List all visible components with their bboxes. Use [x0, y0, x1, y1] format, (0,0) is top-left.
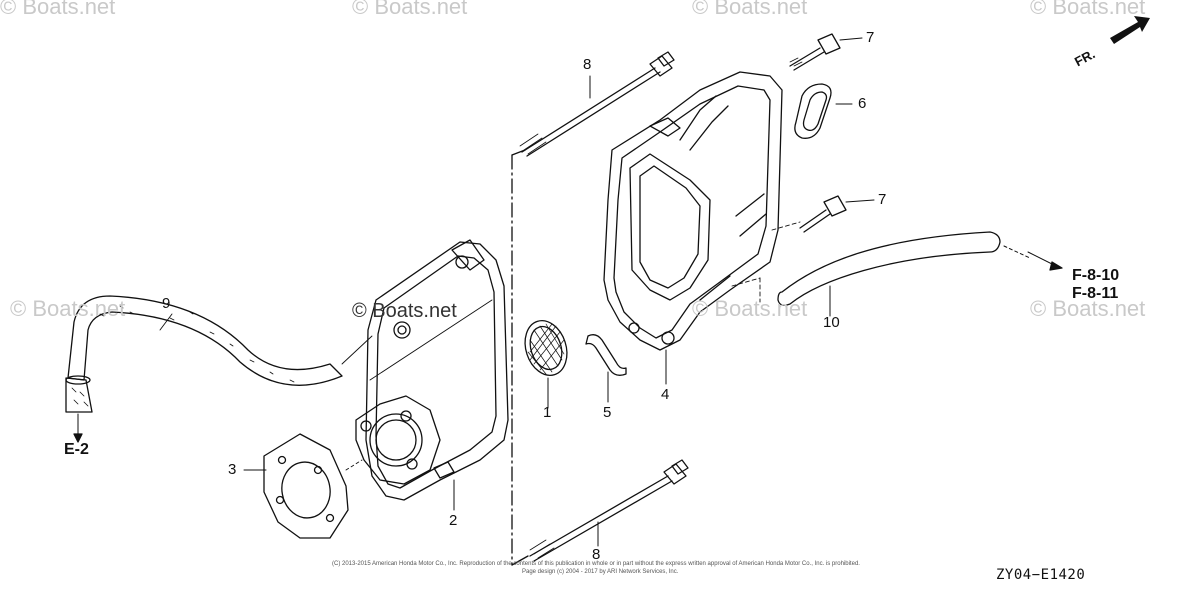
- gasket-3: [243, 433, 363, 539]
- callout-3: 3: [228, 461, 237, 478]
- bolt-8-top: [519, 51, 675, 157]
- watermark: © Boats.net: [1030, 0, 1146, 19]
- watermark: © Boats.net: [1030, 296, 1146, 321]
- reference-e2: E-2: [64, 441, 89, 458]
- watermark: © Boats.net: [0, 0, 116, 19]
- callout-6: 6: [858, 95, 867, 112]
- callout-1: 1: [543, 404, 552, 421]
- callout-7-top: 7: [866, 29, 875, 46]
- bolt-8-bottom: [529, 459, 689, 562]
- callout-2: 2: [449, 512, 458, 529]
- bolt-7-top: [789, 33, 863, 71]
- callout-7-middle: 7: [878, 191, 887, 208]
- watermark-center: © Boats.net: [352, 300, 457, 322]
- watermark: © Boats.net: [692, 296, 808, 321]
- reference-f-8-10: F-8-10: [1072, 267, 1120, 284]
- screen-1: [524, 320, 568, 409]
- front-direction-arrow-icon: [1110, 16, 1150, 44]
- bolt-7-middle: [799, 195, 875, 233]
- air-cleaner-cover: [603, 71, 783, 351]
- callout-10: 10: [823, 314, 840, 331]
- diagram-code: ZY04−E1420: [996, 567, 1086, 583]
- breather-tube-10: [731, 221, 1063, 317]
- center-leader-line: [511, 149, 529, 566]
- callout-9: 9: [162, 295, 171, 312]
- air-cleaner-case: [355, 239, 509, 511]
- grommet-6: [794, 83, 853, 139]
- watermark: © Boats.net: [352, 0, 468, 19]
- copyright-line-1: (C) 2013-2015 American Honda Motor Co., …: [332, 561, 860, 567]
- callout-8-top: 8: [583, 56, 592, 73]
- callout-8-bottom: 8: [592, 546, 601, 563]
- copyright-line-2: Page design (c) 2004 - 2017 by ARI Netwo…: [522, 569, 679, 575]
- clip-5: [585, 334, 627, 403]
- callout-5: 5: [603, 404, 612, 421]
- reference-f-8-11: F-8-11: [1072, 285, 1119, 302]
- watermark: © Boats.net: [10, 296, 126, 321]
- watermark: © Boats.net: [692, 0, 808, 19]
- callout-4: 4: [661, 386, 670, 403]
- tube-9: [65, 295, 373, 443]
